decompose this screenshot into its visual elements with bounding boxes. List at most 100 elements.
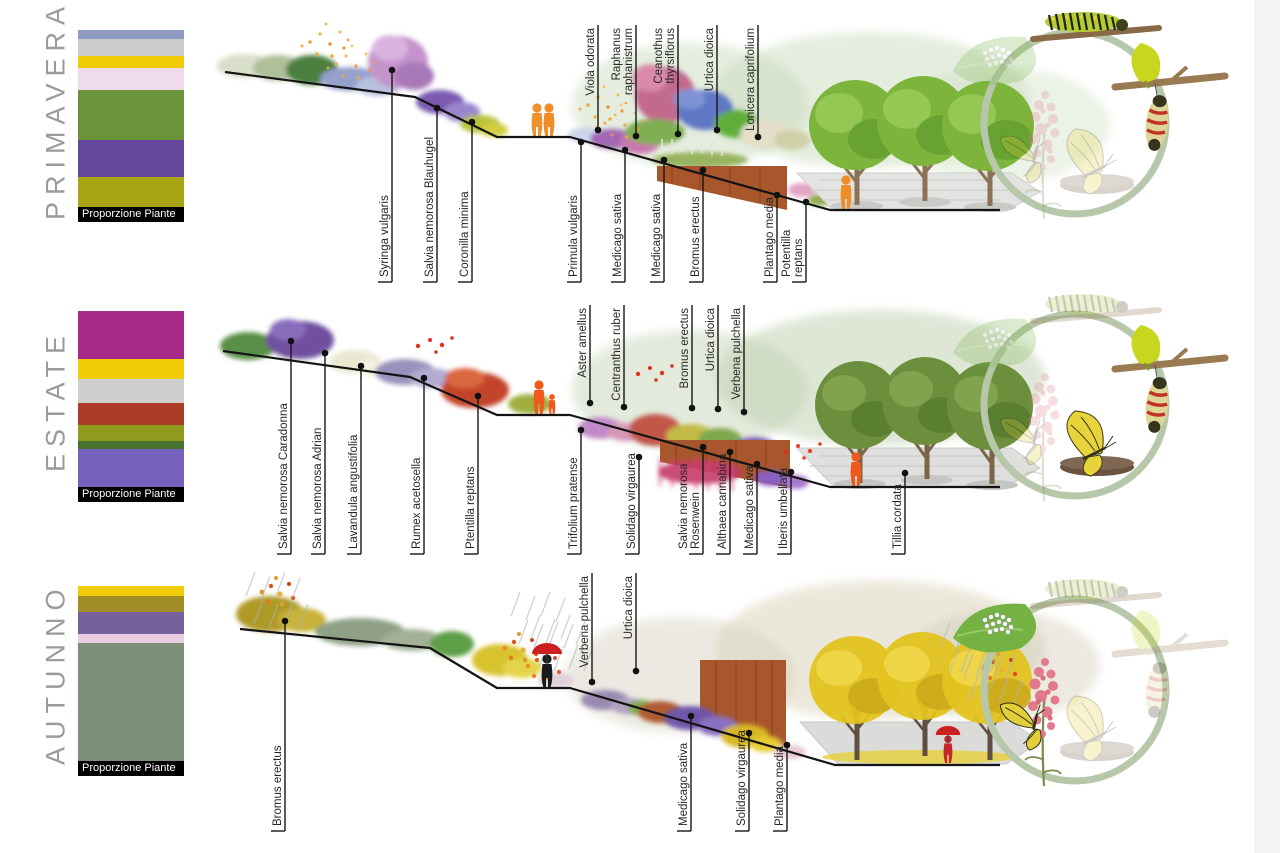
emerging-butterfly-stage-icon — [1058, 694, 1136, 763]
chart-segment — [78, 359, 184, 379]
plant-label: Urtica dioica — [623, 575, 635, 639]
leader-dot — [714, 405, 722, 413]
plant-proportion-chart-primavera: Proporzione Piante — [78, 30, 184, 222]
chart-segment — [78, 643, 184, 761]
chart-caption: Proporzione Piante — [78, 761, 184, 776]
plant-label: Bromus erectus — [690, 196, 702, 277]
section-autunno — [236, 571, 1100, 767]
leader-dot — [577, 426, 585, 434]
leader-dot — [357, 362, 365, 370]
plant-label: Verbena pulchella — [731, 307, 743, 399]
chart-segment — [78, 140, 184, 177]
chart-segment — [78, 634, 184, 643]
plant-label: thyrsiflorus — [665, 28, 677, 84]
leader-dot — [594, 126, 602, 134]
chart-segments — [78, 586, 184, 761]
corten-wall — [657, 166, 787, 210]
chart-segment — [78, 177, 184, 207]
leader-dot — [740, 408, 748, 416]
leader-dot — [474, 392, 482, 400]
plant-label: Tillia cordata — [892, 484, 904, 549]
chart-caption: Proporzione Piante — [78, 487, 184, 502]
leader-dot — [635, 453, 643, 461]
chart-segment — [78, 586, 184, 596]
caterpillar-stage-icon — [1033, 12, 1159, 39]
fallen-leaves — [822, 750, 1018, 764]
leader-dot — [688, 404, 696, 412]
terrain-line — [222, 349, 1000, 489]
plant-label: Raphanus — [611, 28, 623, 81]
plant-label: Rosenwein — [690, 492, 702, 549]
leader-dot — [321, 349, 329, 357]
plant-label: Salvia nemorosa Blauhugel — [424, 137, 436, 277]
plant-label: Lonicera caprifolium — [745, 28, 757, 131]
chart-segment — [78, 39, 184, 56]
chart-segment — [78, 311, 184, 359]
child-silhouette — [547, 394, 557, 415]
chart-segments — [78, 311, 184, 487]
chart-segments — [78, 30, 184, 207]
emerging-butterfly-stage-icon — [1058, 409, 1136, 478]
chart-segment — [78, 596, 184, 612]
chart-segment — [78, 403, 184, 425]
plant-label: Verbena pulchella — [579, 575, 591, 667]
leader-dot — [588, 678, 596, 686]
chrysalis-stage-icon — [1115, 43, 1225, 152]
leader-dot — [783, 741, 791, 749]
plant-label: Primula vulgaris — [568, 195, 580, 277]
plant-label: Aster amellus — [577, 308, 589, 378]
chart-segment — [78, 68, 184, 90]
chart-segment — [78, 425, 184, 441]
chart-segment — [78, 30, 184, 39]
leader-dot — [621, 146, 629, 154]
plant-label: Solidago virgaurea — [736, 729, 748, 826]
plant-label: Rumex acetosella — [411, 457, 423, 549]
terrain-line — [239, 627, 1000, 767]
plant-label: Iberis umbellata — [778, 467, 790, 549]
leader-dot — [433, 104, 441, 112]
right-margin-strip — [1254, 0, 1280, 853]
plant-label: Salvia nemorosa — [678, 463, 690, 549]
rain-icon — [510, 591, 574, 649]
leader-dot — [687, 712, 695, 720]
plant-label: Medicago sativa — [612, 193, 624, 277]
plant-label: Ceanothus — [653, 28, 665, 84]
plant-label: Centranthus ruber — [611, 308, 623, 401]
plant-label: Salvia nemorosa Caradonna — [278, 403, 290, 549]
leader-dot — [620, 403, 628, 411]
chrysalis-stage-icon — [1115, 610, 1225, 719]
chart-segment — [78, 379, 184, 403]
butterfly-lifecycle-summer — [952, 294, 1225, 503]
leader-dot — [699, 443, 707, 451]
plant-label: Plantago media — [774, 745, 786, 826]
leader-dot — [660, 156, 668, 164]
chart-segment — [78, 612, 184, 634]
chart-segment — [78, 90, 184, 140]
plant-proportion-chart-autunno: Proporzione Piante — [78, 586, 184, 776]
plant-label: Bromus erectus — [679, 308, 691, 389]
leader-dot — [388, 66, 396, 74]
person-silhouette — [542, 103, 556, 137]
plant-label: Urtica dioica — [705, 307, 717, 371]
plant-label: Syringa vulgaris — [379, 195, 391, 277]
plant-label: Althaea cannabina — [717, 453, 729, 549]
plant-label: Medicago sativa — [678, 742, 690, 826]
pollen-swarm-icon — [300, 22, 350, 58]
plant-label: Coronilla minima — [459, 191, 471, 277]
chart-caption: Proporzione Piante — [78, 207, 184, 222]
plant-label: raphanistrum — [623, 28, 635, 95]
leader-dot — [754, 133, 762, 141]
eggs-stage-icon — [952, 35, 1038, 87]
leader-dot — [753, 460, 761, 468]
plant-label: Lavandula angustifolia — [348, 434, 360, 549]
leader-dot — [586, 399, 594, 407]
chart-segment — [78, 56, 184, 68]
leader-dot — [713, 126, 721, 134]
plant-label: Bromus erectus — [272, 745, 284, 826]
leader-dot — [745, 729, 753, 737]
chrysalis-stage-icon — [1115, 325, 1225, 434]
plant-label: Potentilla — [781, 229, 793, 277]
